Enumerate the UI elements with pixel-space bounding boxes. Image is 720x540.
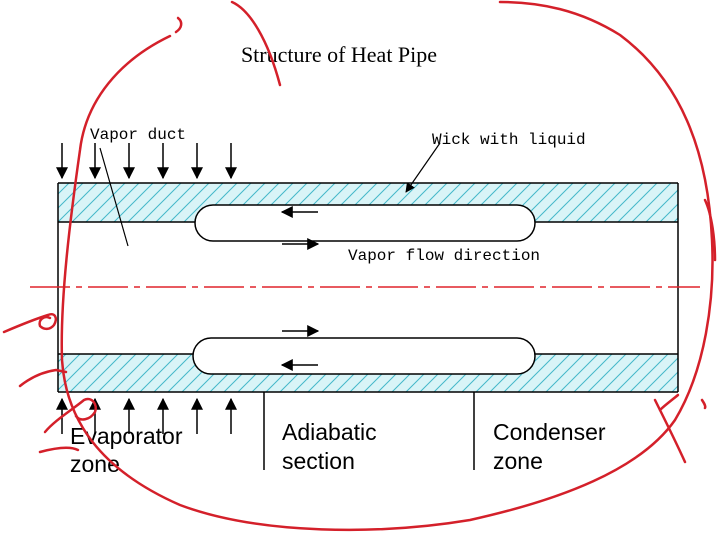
flow-arrows	[280, 206, 320, 371]
heat-input-arrows-top	[56, 143, 237, 180]
annotation-left-mark-1	[2, 313, 57, 334]
adiabatic-section-label-line1: Adiabatic	[282, 419, 377, 445]
upper-flow-loop	[194, 204, 536, 242]
annotation-left-mark-4	[38, 446, 80, 454]
wick-leader	[405, 142, 441, 193]
annotation-circle-top	[230, 0, 282, 87]
annotation-right-dot	[700, 398, 707, 410]
annotation-circle-stroke	[60, 0, 714, 532]
annotation-tick-top	[174, 16, 183, 34]
wick-label: Wick with liquid	[432, 131, 586, 149]
handwritten-annotations	[2, 0, 717, 532]
condenser-zone-label-line1: Condenser	[493, 419, 606, 445]
zone-dividers	[263, 392, 475, 470]
vapor-duct-label: Vapor duct	[90, 126, 186, 144]
annotation-right-tick	[658, 393, 680, 412]
condenser-zone-label-line2: zone	[493, 448, 543, 474]
annotation-right-mark	[653, 398, 687, 464]
vapor-flow-label: Vapor flow direction	[348, 247, 540, 265]
annotation-left-mark-2	[18, 368, 68, 388]
evaporator-zone-label-line2: zone	[70, 451, 120, 477]
adiabatic-section-label-line2: section	[282, 448, 355, 474]
annotation-left-mark-3	[43, 397, 97, 434]
lower-flow-loop	[192, 337, 536, 375]
annotation-right-edge	[703, 198, 717, 262]
vapor-duct-leader	[99, 147, 129, 247]
